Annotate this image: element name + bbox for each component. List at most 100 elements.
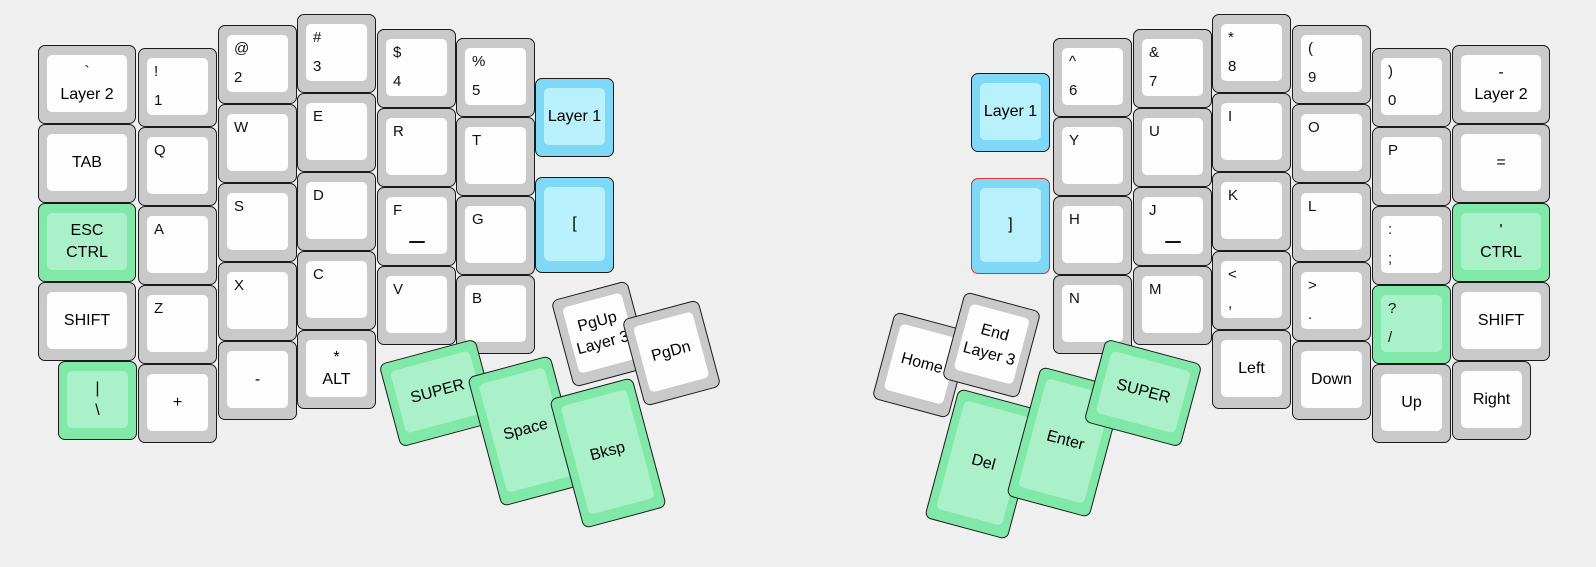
key-l-c0-r4[interactable]: |\	[58, 361, 137, 440]
key-legend: +	[172, 393, 183, 411]
key-r-c4-r4[interactable]: Down	[1292, 341, 1371, 420]
key-l-c0-r2[interactable]: ESC CTRL	[38, 203, 136, 282]
key-legend-shifted: &	[1149, 44, 1160, 61]
key-l-c2-r0[interactable]: @2	[218, 25, 297, 104]
key-legend-base: 3	[313, 58, 322, 75]
key-legend: SUPER	[1114, 376, 1173, 408]
key-r-c1-r0[interactable]: ^6	[1053, 38, 1132, 117]
keycap-surface: TAB	[47, 134, 127, 191]
key-r-c5-r0[interactable]: )0	[1372, 48, 1451, 127]
key-legend-bottom: CTRL	[66, 243, 108, 261]
keycap-surface: &7	[1142, 39, 1203, 96]
key-l-c3-r1[interactable]: E	[297, 93, 376, 172]
key-l-c6-r0[interactable]: Layer 1	[535, 78, 614, 157]
key-r-c2-r1[interactable]: U	[1133, 108, 1212, 187]
key-legend-bottom: Layer 2	[60, 85, 114, 103]
key-r-c0-r0[interactable]: Layer 1	[971, 73, 1050, 152]
key-l-c2-r4[interactable]: -	[218, 341, 297, 420]
key-legend: Layer 1	[547, 107, 602, 125]
key-l-c1-r4[interactable]: +	[138, 364, 217, 443]
key-legend-top: `	[84, 63, 90, 81]
keycap-surface: E	[306, 103, 367, 160]
key-r-c5-r4[interactable]: Up	[1372, 364, 1451, 443]
key-l-c3-r2[interactable]: D	[297, 172, 376, 251]
key-r-c3-r4[interactable]: Left	[1212, 330, 1291, 409]
key-r-c3-r0[interactable]: *8	[1212, 14, 1291, 93]
key-legend-shifted: <	[1228, 266, 1237, 283]
key-r-c2-r3[interactable]: M	[1133, 266, 1212, 345]
key-l-c2-r2[interactable]: S	[218, 183, 297, 262]
key-r-c0-r1[interactable]: ]	[971, 178, 1050, 274]
key-r-c3-r3[interactable]: <,	[1212, 251, 1291, 330]
key-r-c6-r3[interactable]: SHIFT	[1452, 282, 1550, 361]
key-legend-shifted: Z	[154, 300, 164, 317]
key-r-c5-r3[interactable]: ?/	[1372, 285, 1451, 364]
key-r-c4-r1[interactable]: O	[1292, 104, 1371, 183]
key-l-c5-r1[interactable]: T	[456, 117, 535, 196]
key-legend: Home	[899, 350, 945, 378]
key-l-c6-r1[interactable]: [	[535, 177, 614, 273]
key-legend-shifted: N	[1069, 290, 1080, 307]
key-r-c2-r2[interactable]: J	[1133, 187, 1212, 266]
key-l-c5-r2[interactable]: G	[456, 196, 535, 275]
key-r-c4-r3[interactable]: >.	[1292, 262, 1371, 341]
key-legend: Del	[969, 451, 998, 475]
key-r-c6-r2[interactable]: 'CTRL	[1452, 203, 1550, 282]
key-l-c3-r4[interactable]: *ALT	[297, 330, 376, 409]
key-l-c0-r1[interactable]: TAB	[38, 124, 136, 203]
keycap-surface: ]	[980, 188, 1041, 262]
key-l-c4-r2[interactable]: F	[377, 187, 456, 266]
keycap-surface: G	[465, 206, 526, 263]
keycap-surface: Q	[147, 137, 208, 194]
key-l-c0-r0[interactable]: ` Layer 2	[38, 45, 136, 124]
key-r-c6-r4[interactable]: Right	[1452, 361, 1531, 440]
key-r-c6-r0[interactable]: -Layer 2	[1452, 45, 1550, 124]
key-l-c1-r2[interactable]: A	[138, 206, 217, 285]
key-r-c4-r2[interactable]: L	[1292, 183, 1371, 262]
key-legend-top: -	[1498, 63, 1504, 81]
key-l-c4-r0[interactable]: $4	[377, 29, 456, 108]
key-legend-shifted: H	[1069, 211, 1080, 228]
keycap-surface: M	[1142, 276, 1203, 333]
key-l-c2-r3[interactable]: X	[218, 262, 297, 341]
key-l-c0-r3[interactable]: SHIFT	[38, 282, 136, 361]
keycap-surface: F	[386, 197, 447, 254]
keycap-surface: ESC CTRL	[47, 213, 127, 270]
key-l-c3-r3[interactable]: C	[297, 251, 376, 330]
key-r-c6-r1[interactable]: =	[1452, 124, 1550, 203]
keycap-surface: Y	[1062, 127, 1123, 184]
key-legend-shifted: J	[1149, 202, 1157, 219]
key-legend-base: 5	[472, 82, 481, 99]
key-r-c3-r1[interactable]: I	[1212, 93, 1291, 172]
key-l-c4-r1[interactable]: R	[377, 108, 456, 187]
key-legend-shifted: :	[1388, 221, 1393, 238]
key-legend-top: '	[1499, 221, 1503, 239]
key-l-c1-r1[interactable]: Q	[138, 127, 217, 206]
key-r-c4-r0[interactable]: (9	[1292, 25, 1371, 104]
key-l-c5-r0[interactable]: %5	[456, 38, 535, 117]
keycap-surface: ?/	[1381, 295, 1442, 352]
key-r-c5-r2[interactable]: :;	[1372, 206, 1451, 285]
key-legend-base: .	[1308, 306, 1313, 323]
key-r-c2-r0[interactable]: &7	[1133, 29, 1212, 108]
key-l-c3-r0[interactable]: #3	[297, 14, 376, 93]
key-r-c1-r3[interactable]: N	[1053, 275, 1132, 354]
keycap-surface: :;	[1381, 216, 1442, 273]
keycap-surface: U	[1142, 118, 1203, 175]
key-legend: Enter	[1044, 427, 1087, 454]
key-legend-shifted: Q	[154, 142, 166, 159]
key-r-c1-r2[interactable]: H	[1053, 196, 1132, 275]
key-l-c4-r3[interactable]: V	[377, 266, 456, 345]
key-r-c5-r1[interactable]: P	[1372, 127, 1451, 206]
key-l-c1-r3[interactable]: Z	[138, 285, 217, 364]
keycap-surface: #3	[306, 24, 367, 81]
key-l-c1-r0[interactable]: !1	[138, 48, 217, 127]
key-l-c2-r1[interactable]: W	[218, 104, 297, 183]
key-r-c1-r1[interactable]: Y	[1053, 117, 1132, 196]
key-legend-top: ESC	[70, 221, 104, 239]
key-legend-shifted: >	[1308, 277, 1317, 294]
key-r-c3-r2[interactable]: K	[1212, 172, 1291, 251]
key-legend: =	[1496, 153, 1506, 171]
keycap-surface: Down	[1301, 351, 1362, 408]
